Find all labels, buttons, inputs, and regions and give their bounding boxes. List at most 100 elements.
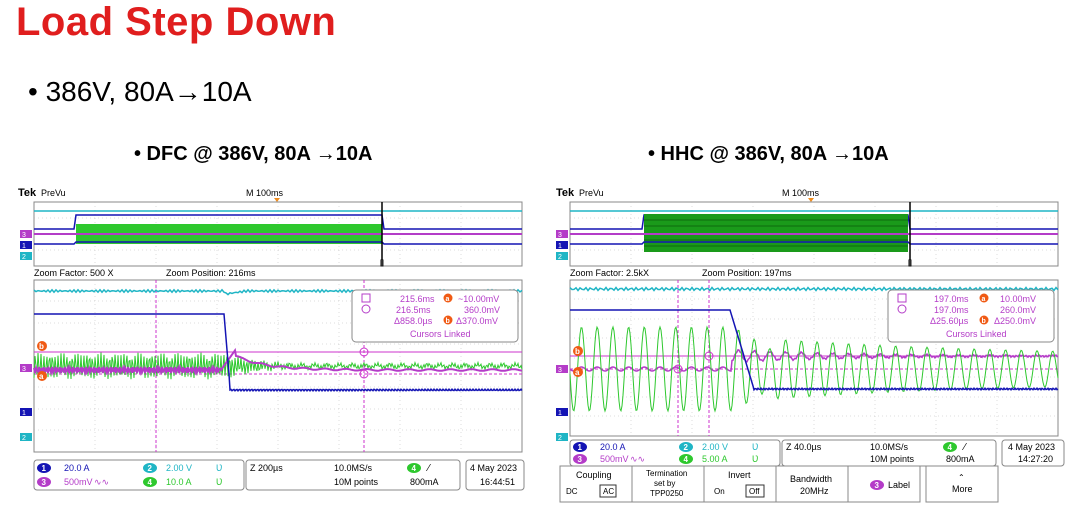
cursor-b-crosshair[interactable]: [704, 351, 714, 361]
cursor-v1: 10.00mV: [1000, 294, 1036, 304]
marker-b-label: b: [39, 342, 44, 351]
bandwidth-label: Bandwidth: [790, 474, 832, 484]
coupling-ac-box[interactable]: [599, 484, 617, 498]
overview-ch3-indicator-text: 3: [558, 232, 562, 239]
termination-menu-button[interactable]: [631, 465, 705, 503]
trigger-source-num: 4: [412, 464, 417, 473]
ch1-badge[interactable]: [37, 463, 51, 473]
label-button-text: Label: [888, 480, 910, 490]
coupling-dc-option[interactable]: DC: [566, 487, 578, 496]
readout-a-label: a: [982, 296, 986, 303]
overview-ch3-indicator[interactable]: [20, 230, 32, 238]
zoom-ch1-indicator[interactable]: [20, 408, 32, 416]
coupling-menu-button[interactable]: [559, 465, 633, 503]
overview-ch1-indicator[interactable]: [556, 241, 568, 249]
ch3-badge[interactable]: [37, 477, 51, 487]
zoom-time-per-div: Z 200µs: [250, 463, 283, 473]
scope-hhc-screen: Tek PreVu M 100ms [] 3 1 2 Zoom Factor: …: [556, 187, 1065, 503]
zoom-ch4-trace: [33, 352, 523, 380]
trigger-level: 800mA: [410, 477, 439, 487]
cursor-a-crosshair[interactable]: [673, 364, 683, 374]
overview-ch2-indicator[interactable]: [20, 252, 32, 260]
ch3-badge-num: 3: [42, 478, 47, 487]
ch1-badge[interactable]: [573, 442, 587, 452]
datetime-panel: [1001, 439, 1065, 467]
coupling-ac-option: AC: [603, 487, 614, 496]
ch3-scale: 500mV: [64, 477, 93, 487]
ch4-badge[interactable]: [679, 454, 693, 464]
scope-hhc: Tek PreVu M 100ms [] 3 1 2 Zoom Factor: …: [554, 184, 1068, 506]
zoom-factor: Zoom Factor: 500 X: [34, 268, 114, 278]
sample-rate: 10.0MS/s: [334, 463, 373, 473]
ch1-badge-num: 1: [42, 464, 47, 473]
ch2-badge[interactable]: [143, 463, 157, 473]
trigger-position-icon: [274, 198, 280, 202]
overview-ch3-indicator[interactable]: [556, 230, 568, 238]
ch2-badge-num: 2: [684, 443, 689, 452]
marker-a-label: a: [575, 368, 580, 377]
trigger-source-num: 4: [948, 443, 953, 452]
date-label: 4 May 2023: [470, 463, 517, 473]
channel-readout-panel[interactable]: [33, 459, 245, 491]
zoom-ch2-indicator[interactable]: [20, 433, 32, 441]
zoom-ch4-trace: [569, 325, 1059, 413]
overview-ch2-indicator[interactable]: [556, 252, 568, 260]
ch1-scale: 20.0 A: [64, 463, 90, 473]
ch4-badge[interactable]: [143, 477, 157, 487]
zoom-ch3-indicator[interactable]: [20, 364, 32, 372]
readout-b-label: b: [982, 318, 986, 325]
zoom-ch1-indicator[interactable]: [556, 408, 568, 416]
invert-off-box[interactable]: [745, 484, 765, 498]
marker-b-icon: [37, 341, 47, 351]
timebase-panel[interactable]: [245, 459, 461, 491]
coupling-label: Coupling: [576, 470, 612, 480]
overview-ch1-indicator[interactable]: [20, 241, 32, 249]
zoom-ch3-indicator[interactable]: [556, 365, 568, 373]
termination-set-by: set by: [654, 479, 675, 488]
ch1-scale: 20.0 A: [600, 442, 626, 452]
cursor-circle-icon: [897, 304, 907, 314]
ch2-scale: 2.00 V: [166, 463, 192, 473]
more-menu-button[interactable]: [925, 465, 999, 503]
overview-ch1-upper-trace: [34, 214, 522, 230]
zoom-position: Zoom Position: 197ms: [702, 268, 792, 278]
zoom-position: Zoom Position: 216ms: [166, 268, 256, 278]
label-menu-button[interactable]: [847, 465, 921, 503]
termination-probe: TPP0250: [650, 489, 684, 498]
overview-ch2-indicator-text: 2: [558, 254, 562, 261]
ch3-scale: 500mV: [600, 454, 629, 464]
invert-menu-button[interactable]: [703, 465, 777, 503]
ch4-bw-limit-icon: Ʋ: [216, 477, 223, 487]
overview-zoom-bracket: []: [380, 260, 384, 267]
cursor-t1: 197.0ms: [934, 294, 969, 304]
cursor-square-icon: [897, 293, 907, 303]
ch3-badge[interactable]: [573, 454, 587, 464]
ch2-badge[interactable]: [679, 442, 693, 452]
zoom-ch2-indicator[interactable]: [556, 433, 568, 441]
zoom-ch3-indicator-text: 3: [22, 366, 26, 373]
more-up-arrow-icon: ⌃: [958, 473, 965, 482]
trigger-source-badge: [943, 442, 957, 452]
ch3-badge-num: 3: [578, 455, 583, 464]
marker-b-label: b: [575, 347, 580, 356]
ch2-bw-limit-icon: Ʋ: [216, 463, 223, 473]
readout-b-icon: [443, 315, 453, 325]
ch4-scale: 5.00 A: [702, 454, 728, 464]
scope-dfc: Tek PreVu M 100ms [] 3 1 2 Zoom Factor: …: [16, 184, 528, 494]
zoom-ch2-trace: [569, 286, 1059, 292]
cursor-v1: ~10.00mV: [458, 294, 499, 304]
cursor-b-crosshair[interactable]: [359, 347, 369, 357]
cursor-a-crosshair[interactable]: [359, 369, 369, 379]
overview-zoom-bracket: []: [908, 260, 912, 267]
bandwidth-menu-button[interactable]: [775, 465, 849, 503]
time-label: 14:27:20: [1018, 454, 1053, 464]
overview-ch1-indicator-text: 1: [558, 243, 562, 250]
ch4-scale: 10.0 A: [166, 477, 192, 487]
cursor-t2: 216.5ms: [396, 305, 431, 315]
cursors-linked-label: Cursors Linked: [946, 329, 1007, 339]
left-heading: • DFC @ 386V, 80A →10A: [134, 143, 373, 165]
overview-ch3-indicator-text: 3: [22, 232, 26, 239]
invert-on-option[interactable]: On: [714, 487, 725, 496]
prevu-label: PreVu: [579, 188, 604, 198]
trigger-slope-icon: ⁄: [425, 463, 431, 474]
